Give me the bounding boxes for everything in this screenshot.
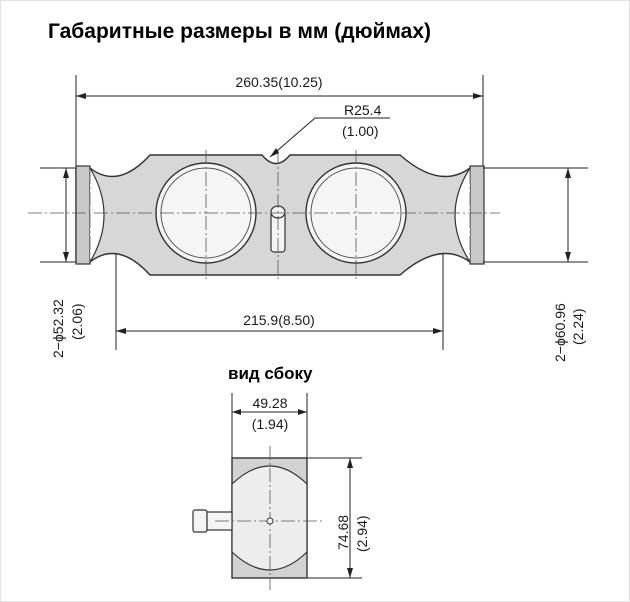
overall-length-dimension: 260.35(10.25) — [76, 74, 483, 99]
left-diameter-dimension: 2−ϕ52.32 (2.06) — [40, 167, 85, 358]
side-view: 49.28 (1.94) 74.68 (2.94) — [192, 393, 370, 590]
right-diameter-inch-label: (2.24) — [570, 308, 586, 345]
right-end-block — [469, 165, 485, 265]
left-diameter-inch-label: (2.06) — [69, 303, 85, 340]
side-width-dimension: 49.28 (1.94) — [232, 395, 307, 432]
side-view-label: вид сбоку — [228, 364, 313, 383]
side-height-dimension: 74.68 (2.94) — [335, 458, 370, 578]
left-end-cutout — [89, 167, 105, 263]
side-width-label: 49.28 — [252, 395, 287, 411]
right-diameter-label: 2−ϕ60.96 — [552, 303, 568, 362]
left-diameter-label: 2−ϕ52.32 — [50, 299, 66, 358]
left-end-block — [75, 165, 91, 265]
radius-inch-label: (1.00) — [342, 123, 379, 139]
right-diameter-dimension: 2−ϕ60.96 (2.24) — [483, 167, 588, 362]
radius-dimension: R25.4 (1.00) — [269, 102, 390, 158]
hole-spacing-label: 215.9(8.50) — [243, 312, 315, 328]
radius-label: R25.4 — [344, 102, 382, 118]
diagram-title: Габаритные размеры в мм (дюймах) — [48, 20, 432, 43]
side-width-inch-label: (1.94) — [252, 416, 289, 432]
overall-length-label: 260.35(10.25) — [235, 74, 322, 90]
hole-spacing-dimension: 215.9(8.50) — [116, 312, 443, 334]
right-end-cutout — [454, 167, 471, 263]
side-height-label: 74.68 — [335, 515, 351, 550]
side-connector-cap — [192, 509, 208, 533]
top-view: 260.35(10.25) R25.4 (1.00) — [28, 74, 588, 362]
side-height-inch-label: (2.94) — [354, 515, 370, 552]
